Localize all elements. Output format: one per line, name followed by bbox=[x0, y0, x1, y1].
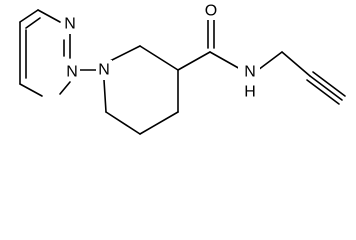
bond bbox=[59, 81, 71, 95]
triple-bond bbox=[309, 75, 343, 101]
atom-n-piperidine: N bbox=[96, 60, 112, 80]
atom-o-carbonyl: O bbox=[204, 2, 220, 20]
bond bbox=[177, 51, 211, 71]
triple-bond bbox=[306, 79, 340, 105]
atom-n-pyrimidine-top: N bbox=[64, 16, 78, 34]
atom-n-pyrimidine-bottom: N bbox=[66, 62, 80, 81]
atom-n-amide: N H bbox=[238, 62, 260, 101]
triple-bond bbox=[312, 71, 346, 97]
bond bbox=[139, 111, 179, 135]
atom-label: N bbox=[66, 64, 78, 81]
bond bbox=[103, 79, 107, 113]
atom-label: N bbox=[64, 16, 76, 33]
bond bbox=[107, 45, 141, 63]
atom-label: H bbox=[244, 84, 256, 101]
bond bbox=[19, 9, 39, 23]
bond bbox=[209, 51, 243, 71]
bond bbox=[281, 51, 311, 77]
piperidine-ring bbox=[103, 45, 179, 135]
double-bond-inner bbox=[25, 17, 41, 29]
bond bbox=[139, 45, 179, 71]
bond bbox=[37, 9, 61, 23]
atom-label: O bbox=[205, 3, 217, 20]
atom-label: N bbox=[244, 64, 256, 81]
bond bbox=[105, 111, 141, 135]
atom-label: N bbox=[98, 62, 110, 79]
bond bbox=[257, 51, 283, 71]
structure-diagram: N N N O N H bbox=[19, 2, 346, 135]
pyrimidine-ring bbox=[19, 9, 71, 97]
bond bbox=[19, 83, 43, 97]
